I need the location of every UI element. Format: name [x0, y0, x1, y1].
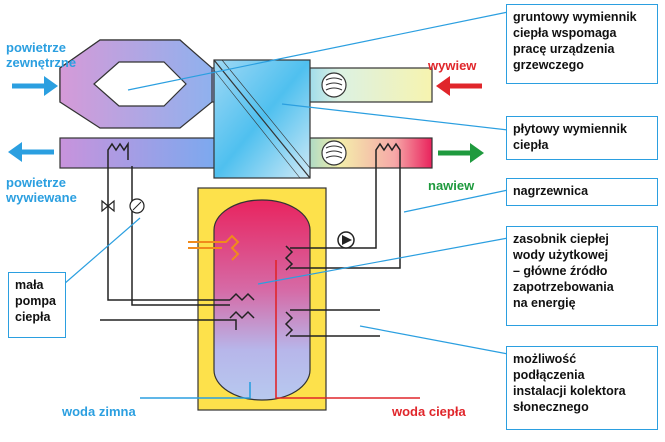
fan-icon — [321, 72, 347, 98]
thermometer-icon — [129, 198, 145, 214]
ground-heat-exchanger-front — [59, 39, 213, 129]
label-extract: wywiew — [428, 58, 477, 73]
leader-lines — [63, 11, 509, 355]
hot-water-pipe — [275, 260, 420, 399]
label-supply: nawiew — [428, 178, 475, 193]
heating-coil-icon — [107, 141, 129, 166]
heater-pipes — [284, 166, 401, 337]
pump-icon — [337, 231, 355, 249]
arrow-exhaust-out — [8, 142, 54, 162]
callout-ground-exchanger: gruntowy wymiennik ciepła wspomaga pracę… — [506, 4, 658, 84]
arrow-extract-in — [436, 76, 482, 96]
hot-water-tank — [197, 187, 327, 411]
callout-tank: zasobnik ciepłej wody użytkowej – główne… — [506, 226, 658, 326]
callout-ground-exchanger-text: gruntowy wymiennik ciepła wspomaga pracę… — [513, 10, 637, 72]
solar-coil — [188, 234, 240, 261]
heat-pump-pipes — [100, 166, 255, 330]
plate-heat-exchanger — [213, 59, 311, 179]
arrow-supply-out — [438, 143, 484, 163]
callout-solar-text: możliwość podłączenia instalacji kolekto… — [513, 352, 626, 414]
valve-icon — [101, 199, 115, 213]
fan-icon — [321, 140, 347, 166]
label-hot-water: woda ciepła — [392, 404, 466, 419]
callout-plate-exchanger: płytowy wymiennik ciepła — [506, 116, 658, 160]
callout-tank-text: zasobnik ciepłej wody użytkowej – główne… — [513, 232, 614, 310]
callout-plate-exchanger-text: płytowy wymiennik ciepła — [513, 122, 627, 152]
label-outside-air: powietrze zewnętrzne — [6, 40, 77, 70]
callout-heater: nagrzewnica — [506, 178, 658, 206]
heating-coil-icon — [375, 142, 401, 166]
callout-heat-pump: mała pompa ciepła — [8, 272, 66, 338]
cold-water-pipe — [140, 382, 251, 399]
label-cold-water: woda zimna — [62, 404, 136, 419]
label-exhaust-air: powietrze wywiewane — [6, 175, 77, 205]
arrow-outside-air-in — [12, 76, 58, 96]
callout-heater-text: nagrzewnica — [513, 184, 589, 198]
callout-solar: możliwość podłączenia instalacji kolekto… — [506, 346, 658, 430]
callout-heat-pump-text: mała pompa ciepła — [15, 278, 56, 324]
